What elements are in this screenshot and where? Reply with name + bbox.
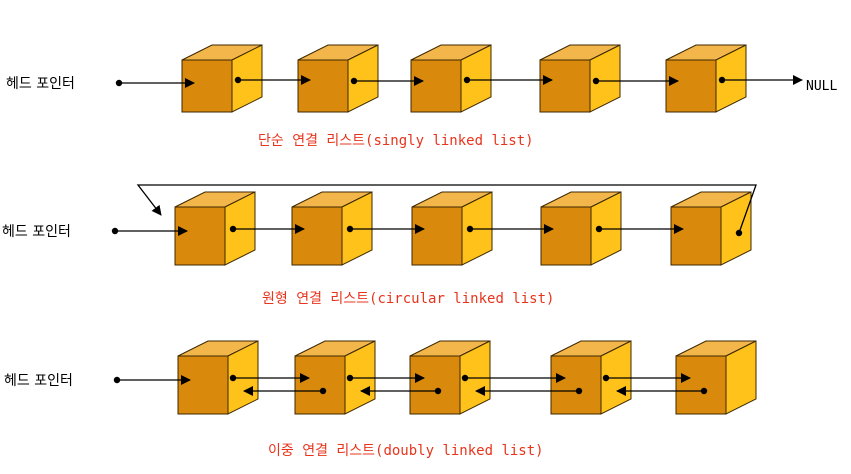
circular-next-pointers <box>111 184 757 237</box>
head-pointer-label: 헤드 포인터 <box>6 76 75 92</box>
node-front-face <box>540 206 592 266</box>
doubly-linked-list-row: 헤드 포인터 이중 연결 리스트(doubly linked list) <box>4 340 757 459</box>
node-front-face <box>409 355 461 415</box>
list-node <box>410 44 492 113</box>
list-node <box>539 44 621 113</box>
node-front-face <box>411 206 463 266</box>
doubly-pointers <box>113 373 708 396</box>
node-front-face <box>177 355 229 415</box>
node-front-face <box>675 355 727 415</box>
doubly-caption: 이중 연결 리스트(doubly linked list) <box>268 443 544 459</box>
list-node <box>540 191 622 266</box>
list-node <box>181 44 263 113</box>
singly-caption: 단순 연결 리스트(singly linked list) <box>258 133 534 149</box>
list-node <box>670 191 752 266</box>
node-front-face <box>291 206 343 266</box>
node-front-face <box>294 355 346 415</box>
singly-linked-list-row: 헤드 포인터 NULL 단순 연결 리스트(singly linked list… <box>6 44 837 149</box>
head-pointer-label: 헤드 포인터 <box>2 224 71 240</box>
list-node <box>174 191 256 266</box>
node-front-face <box>297 59 349 113</box>
head-pointer-label: 헤드 포인터 <box>4 373 73 389</box>
null-terminal-label: NULL <box>806 79 837 94</box>
circular-back-pointer <box>136 184 757 234</box>
circular-linked-list-row: 헤드 포인터 원형 연결 리스트(circular linked list) <box>2 184 757 307</box>
list-node <box>409 340 491 415</box>
node-front-face <box>174 206 226 266</box>
node-front-face <box>550 355 602 415</box>
singly-nodes <box>181 44 747 113</box>
node-front-face <box>665 59 717 113</box>
node-front-face <box>670 206 722 266</box>
list-node <box>297 44 379 113</box>
node-front-face <box>410 59 462 113</box>
circular-caption: 원형 연결 리스트(circular linked list) <box>262 291 554 307</box>
node-front-face <box>539 59 591 113</box>
doubly-nodes <box>177 340 757 415</box>
singly-next-pointers <box>115 75 803 88</box>
list-node <box>665 44 747 113</box>
list-node <box>675 340 757 415</box>
node-front-face <box>181 59 233 113</box>
